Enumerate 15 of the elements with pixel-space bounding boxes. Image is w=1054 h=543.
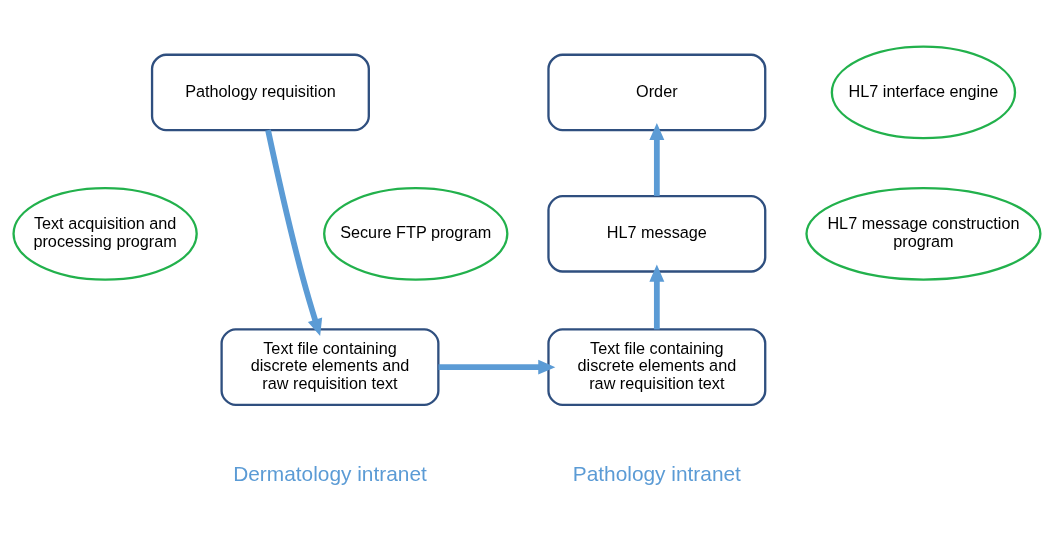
- node-ellipse: HL7 interface engine: [830, 45, 1017, 140]
- arrow: [649, 122, 665, 196]
- node-box: HL7 message: [547, 195, 767, 273]
- node-ellipse: HL7 message construction program: [805, 186, 1042, 281]
- label: Dermatology intranet: [233, 461, 427, 485]
- node-box: Text file containing discrete elements and raw requisition text: [220, 328, 440, 406]
- node-box: Text file containing discrete elements and raw requisition text: [547, 328, 767, 406]
- node-box: Order: [547, 53, 767, 132]
- label: Pathology intranet: [572, 461, 741, 485]
- arrow: [649, 264, 665, 330]
- node-box: Pathology requisition: [150, 53, 370, 132]
- arrow: [265, 129, 323, 337]
- node-ellipse: Text acquisition and processing program: [12, 186, 198, 281]
- arrow: [438, 359, 556, 375]
- node-ellipse: Secure FTP program: [323, 186, 509, 281]
